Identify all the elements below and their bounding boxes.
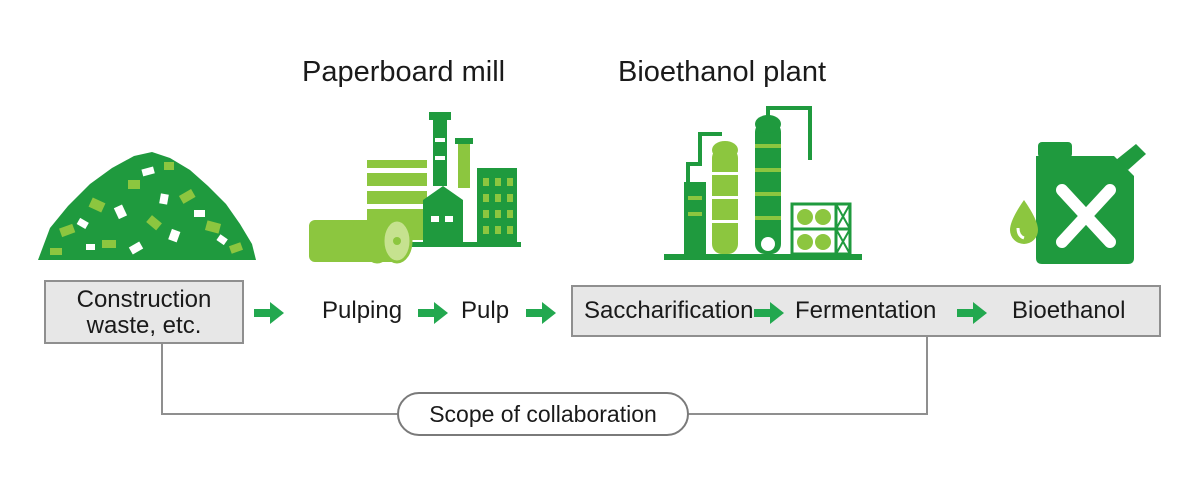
- arrow-right-icon: [418, 302, 448, 324]
- arrow-right-icon: [957, 302, 987, 324]
- bioethanol-plant-heading: Bioethanol plant: [618, 56, 826, 88]
- pulping-label: Pulping: [322, 297, 403, 324]
- arrow-right-icon: [526, 302, 556, 324]
- arrow-right-icon: [254, 302, 284, 324]
- bioethanol-plant-icon: [664, 106, 862, 260]
- bioethanol-process-box: [571, 285, 1161, 337]
- pulp-label: Pulp: [461, 297, 510, 324]
- scope-of-collaboration-label: Scope of collaboration: [397, 392, 689, 436]
- bioethanol-label: Bioethanol: [1012, 297, 1126, 324]
- scope-label-text: Scope of collaboration: [429, 400, 657, 427]
- arrow-right-icon: [754, 302, 784, 324]
- waste-pile-icon: [38, 152, 256, 260]
- construction-waste-label: Construction waste, etc.: [76, 286, 212, 339]
- fermentation-label: Fermentation: [795, 297, 937, 324]
- fuel-can-icon: [1010, 142, 1146, 264]
- paperboard-mill-icon: [309, 112, 521, 264]
- paperboard-mill-heading: Paperboard mill: [302, 56, 506, 88]
- saccharification-label: Saccharification: [584, 297, 754, 324]
- construction-waste-box: Construction waste, etc.: [44, 280, 244, 344]
